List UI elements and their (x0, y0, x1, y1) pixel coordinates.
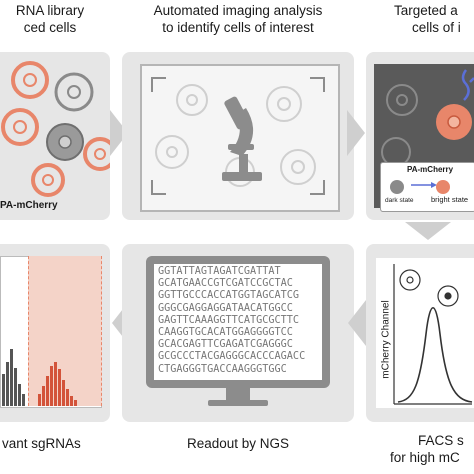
cell-salmon-2 (1, 108, 39, 146)
step1-panel: PA-mCherry (0, 52, 110, 220)
cell-gray-1 (54, 72, 94, 112)
sequence-line: CTGAGGGTGACCAAGGGTGGC (158, 363, 287, 375)
step6-title: vant sgRNAs (2, 436, 81, 451)
step5-panel: GGTATTAGTAGATCGATTAT GCATGAACCGTCGATCCGC… (122, 244, 354, 422)
sequence-line: GGGCGAGGAGGATAACATGGCC (158, 302, 293, 314)
dark-state-marker (390, 180, 404, 194)
laser-beam-icon (461, 69, 474, 101)
sgrna-histogram (2, 349, 77, 406)
sequence-line: CAAGGTGCACATGGAGGGGTCC (158, 327, 293, 339)
cell-salmon-3 (83, 137, 110, 171)
library-cells-illustration (1, 61, 110, 197)
facs-histogram (393, 264, 473, 405)
sequence-line: GCGCCCTACGAGGGCACCCAGACC (158, 351, 306, 363)
cell-salmon-1 (11, 61, 49, 99)
sequence-line: GAGTTCAAAGGTTCATGCGCTTC (158, 314, 300, 326)
activated-cell-1 (436, 104, 472, 140)
bright-state-marker (436, 180, 450, 194)
arrow-step1-to-step2 (110, 110, 132, 156)
facs-y-axis-label: mCherry Channel (380, 300, 392, 379)
imaging-field-illustration (151, 77, 325, 195)
pa-mcherry-tag: PA-mCherry (0, 200, 58, 211)
sequence-line: GCATGAACCGTCGATCCGCTAC (158, 278, 293, 290)
step2-panel (122, 52, 354, 220)
step2-title: Automated imaging analysis to identify c… (153, 3, 323, 35)
arrow-step3-to-step4 (405, 222, 451, 242)
arrow-step4-to-step5 (348, 300, 368, 346)
cell-icon (399, 269, 459, 307)
step3-title: Targeted a cells of i (394, 3, 461, 35)
step4-title: FACS s for high mC (390, 433, 464, 465)
step6-panel (0, 244, 110, 422)
sequence-readout: GGTATTAGTAGATCGATTAT GCATGAACCGTCGATCCGC… (158, 266, 320, 378)
photoactivation-legend: PA-mCherry dark state bright state (380, 162, 474, 212)
cell-salmon-4 (31, 163, 65, 197)
facs-distribution-curve (397, 307, 473, 403)
monitor-icon (146, 256, 330, 406)
plot-axes (393, 264, 472, 405)
step1-title: RNA library ced cells (15, 3, 85, 35)
sequence-line: GGTATTAGTAGATCGATTAT (158, 266, 281, 277)
step3-panel: PA-mCherry dark state bright state (366, 52, 474, 220)
facs-plot-frame (376, 258, 474, 408)
step5-title: Readout by NGS (186, 436, 290, 451)
cell-gray-2 (46, 123, 84, 161)
step4-panel: mCherry Channel (366, 244, 474, 422)
sequence-line: GGTTGCCCACCATGGTAGCATCG (158, 290, 300, 302)
arrow-step2-to-step3 (347, 110, 369, 156)
sequence-line: GCACGAGTTCGAGATCGAGGGC (158, 339, 293, 351)
microscope-icon (222, 96, 262, 181)
